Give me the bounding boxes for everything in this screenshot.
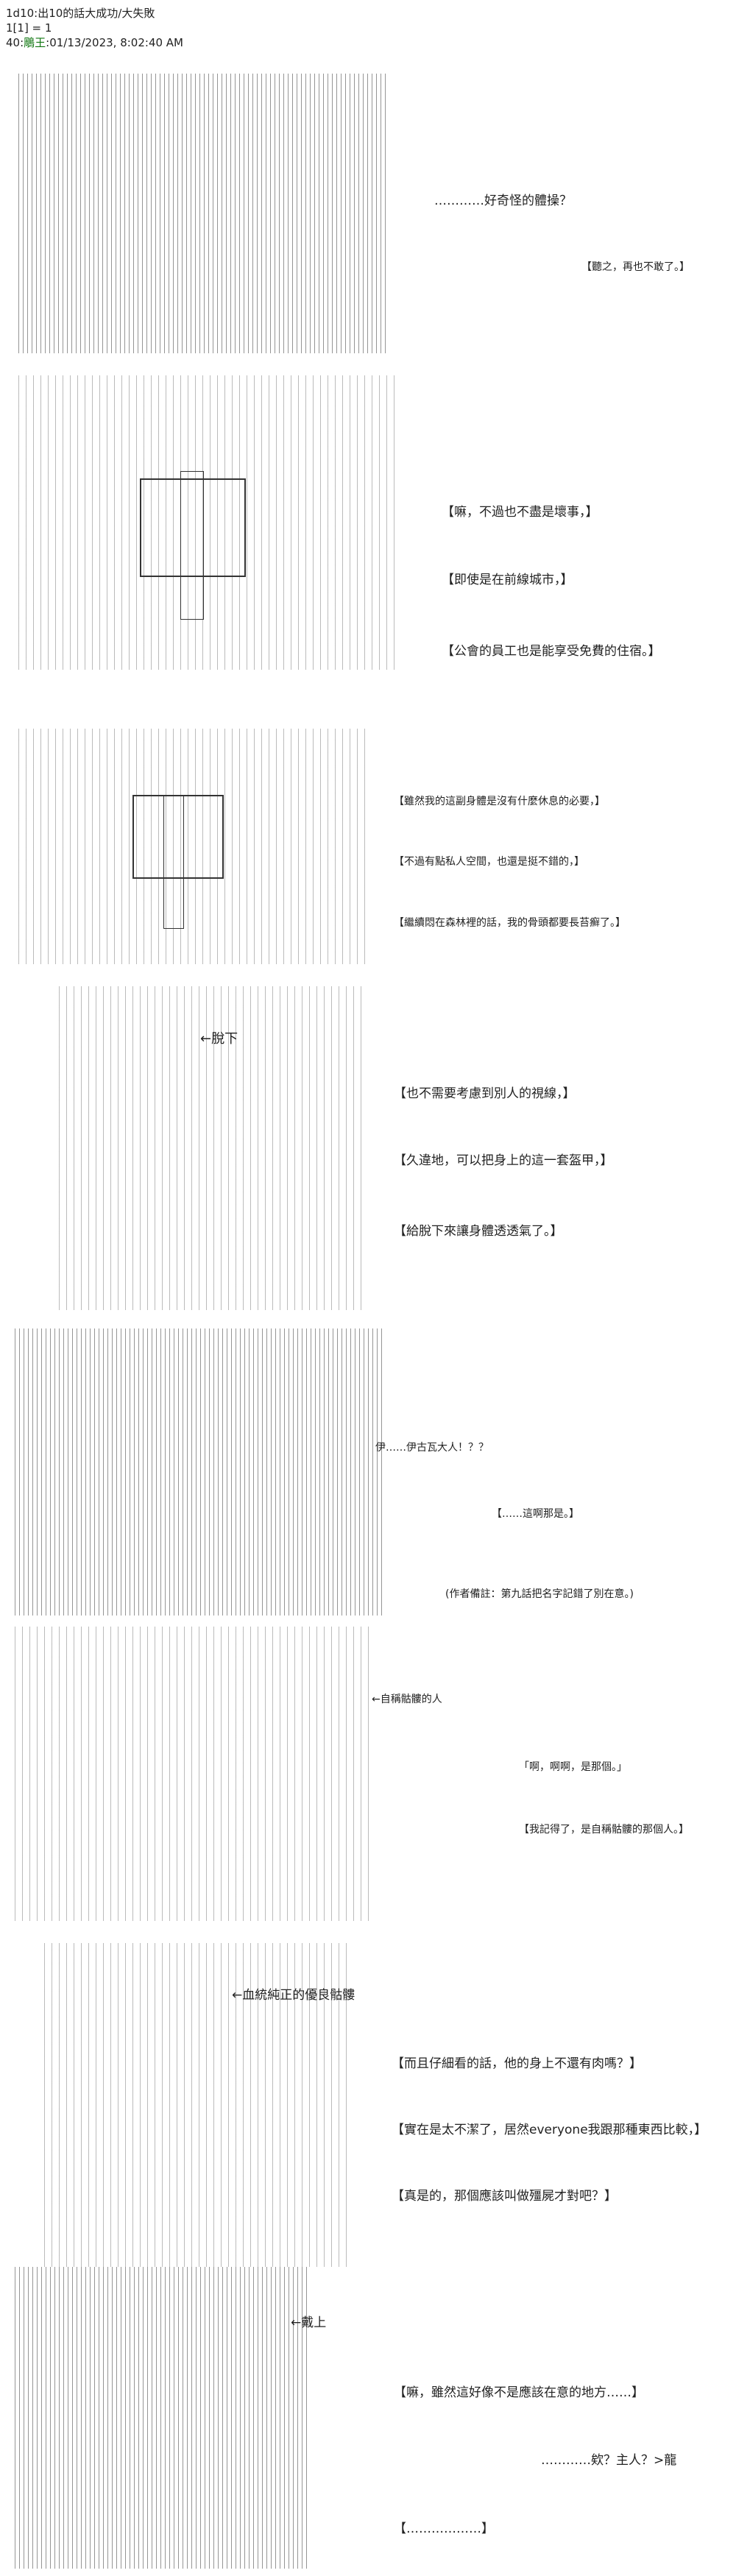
- panel7-line1: 【而且仔細看的話，他的身上不還有肉嗎？】: [392, 2056, 642, 2071]
- panel2-line1: 【嘛，不過也不盡是壞事，】: [442, 505, 598, 520]
- panel3-line2: 【不過有點私人空間，也還是挺不錯的，】: [394, 856, 584, 868]
- panel1-line1: …………好奇怪的體操？: [434, 194, 572, 208]
- dice-title: 1d10:出10的話大成功/大失敗: [6, 7, 155, 20]
- panel6-arrow-label: ←自稱骷髏的人: [372, 1694, 442, 1705]
- panel7-line3: 【真是的，那個應該叫做殭屍才對吧？】: [392, 2189, 617, 2204]
- panel7-arrow-label: ←血統純正的優良骷髏: [232, 1988, 355, 2003]
- helmet-visor-outline: [140, 478, 246, 577]
- panel5-line3: (作者備註：第九話把名字記錯了別在意。): [445, 1588, 634, 1600]
- ascii-art-skeleton: [59, 986, 368, 1310]
- knight-helmet-outline: [132, 795, 224, 879]
- panel1-line2: 【聽之，再也不敢了。】: [581, 261, 690, 273]
- panel2-line2: 【即使是在前線城市，】: [442, 573, 573, 587]
- panel6-line2: 【我記得了，是自稱骷髏的那個人。】: [519, 1824, 689, 1836]
- helmet-cross: [180, 471, 204, 620]
- ascii-art-dragon: [18, 74, 386, 353]
- panel2-line3: 【公會的員工也是能享受免費的住宿。】: [442, 644, 661, 659]
- panel4-arrow-label: ←脫下: [200, 1031, 238, 1047]
- panel8-arrow-label: ←戴上: [291, 2315, 327, 2330]
- post-timestamp: :01/13/2023, 8:02:40 AM: [46, 36, 183, 49]
- knight-cross: [163, 795, 184, 929]
- ascii-art-skeleton-standing: [44, 1943, 353, 2267]
- ascii-art-figure: [15, 1627, 375, 1921]
- panel4-line2: 【久違地，可以把身上的這一套盔甲，】: [394, 1153, 613, 1168]
- panel5-line2: 【……這啊那是。】: [492, 1508, 579, 1520]
- panel8-line3: 【………………】: [394, 2522, 494, 2536]
- dice-result: 1[1] = 1: [6, 21, 52, 35]
- panel4-line3: 【給脫下來讓身體透透氣了。】: [394, 1224, 563, 1239]
- panel8-line1: 【嘛，雖然這好像不是應該在意的地方……】: [394, 2385, 644, 2400]
- panel7-line2: 【實在是太不潔了，居然everyone我跟那種東西比較，】: [392, 2123, 707, 2137]
- ascii-art-knight: [18, 729, 372, 964]
- panel8-line2: …………欸？主人？>龍: [541, 2453, 677, 2468]
- ascii-art-character: [15, 1328, 383, 1616]
- poster-name[interactable]: 鵰王: [24, 36, 46, 49]
- ascii-art-armor-on: [15, 2267, 309, 2569]
- panel4-line1: 【也不需要考慮到別人的視線，】: [394, 1086, 576, 1101]
- post-header: 1d10:出10的話大成功/大失敗 1[1] = 1 40:鵰王:01/13/2…: [6, 6, 183, 50]
- panel3-line3: 【繼續悶在森林裡的話，我的骨頭都要長苔癬了。】: [394, 917, 626, 929]
- panel3-line1: 【雖然我的這副身體是沒有什麼休息的必要，】: [394, 796, 605, 807]
- panel5-line1: 伊……伊古瓦大人！？？: [375, 1442, 489, 1454]
- post-meta: 40:鵰王:01/13/2023, 8:02:40 AM: [6, 35, 183, 50]
- ascii-art-knight-helmet: [18, 375, 401, 670]
- panel6-line1: 「啊，啊啊，是那個。」: [519, 1761, 627, 1773]
- post-number: 40:: [6, 36, 24, 49]
